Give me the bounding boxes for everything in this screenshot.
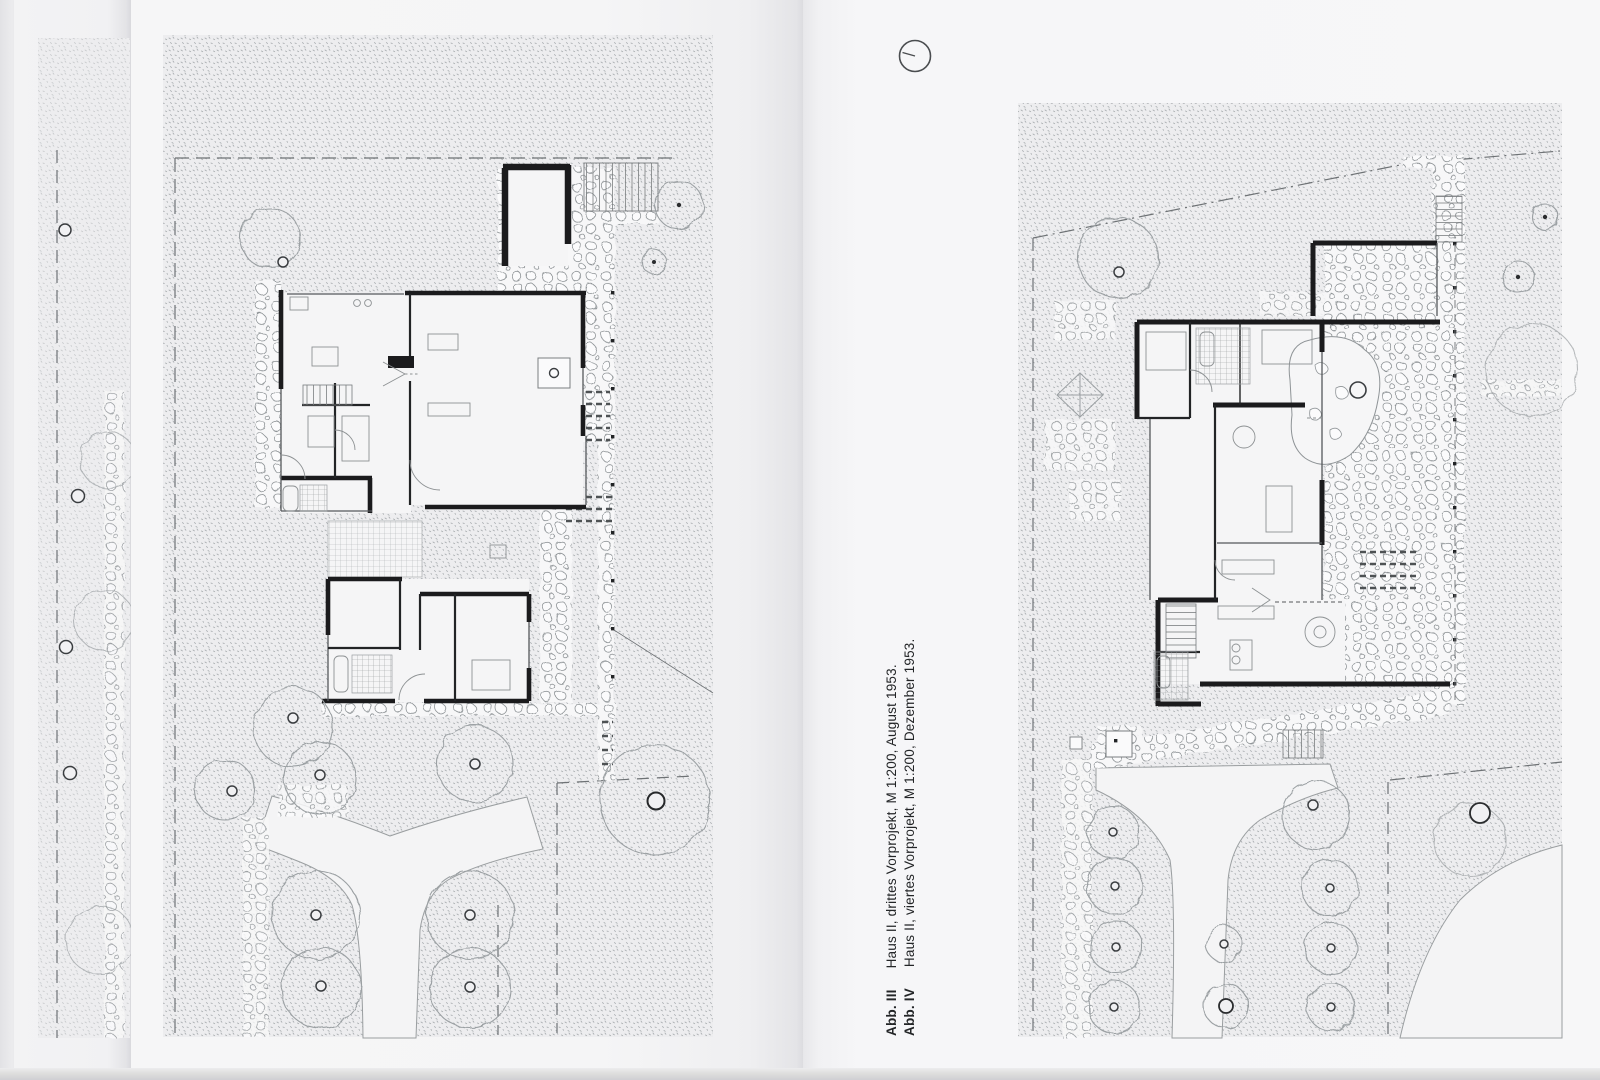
figure-label: Abb. III [884,989,899,1036]
figure-caption-text: Haus II, drittes Vorprojekt, M 1:200, Au… [884,664,899,969]
under-page [14,0,131,1074]
figure-label: Abb. IV [902,988,917,1036]
figure-caption-text: Haus II, viertes Vorprojekt, M 1:200, De… [902,638,917,968]
page-stack-edge [0,0,14,1080]
left-page [131,0,803,1074]
caption-abb-iii: Abb. III Haus II, drittes Vorprojekt, M 1… [884,664,899,1036]
clock-icon [898,39,932,73]
table-edge-shadow [0,1068,1600,1080]
right-page [803,0,1600,1074]
caption-abb-iv: Abb. IV Haus II, viertes Vorprojekt, M 1:… [902,639,917,1036]
